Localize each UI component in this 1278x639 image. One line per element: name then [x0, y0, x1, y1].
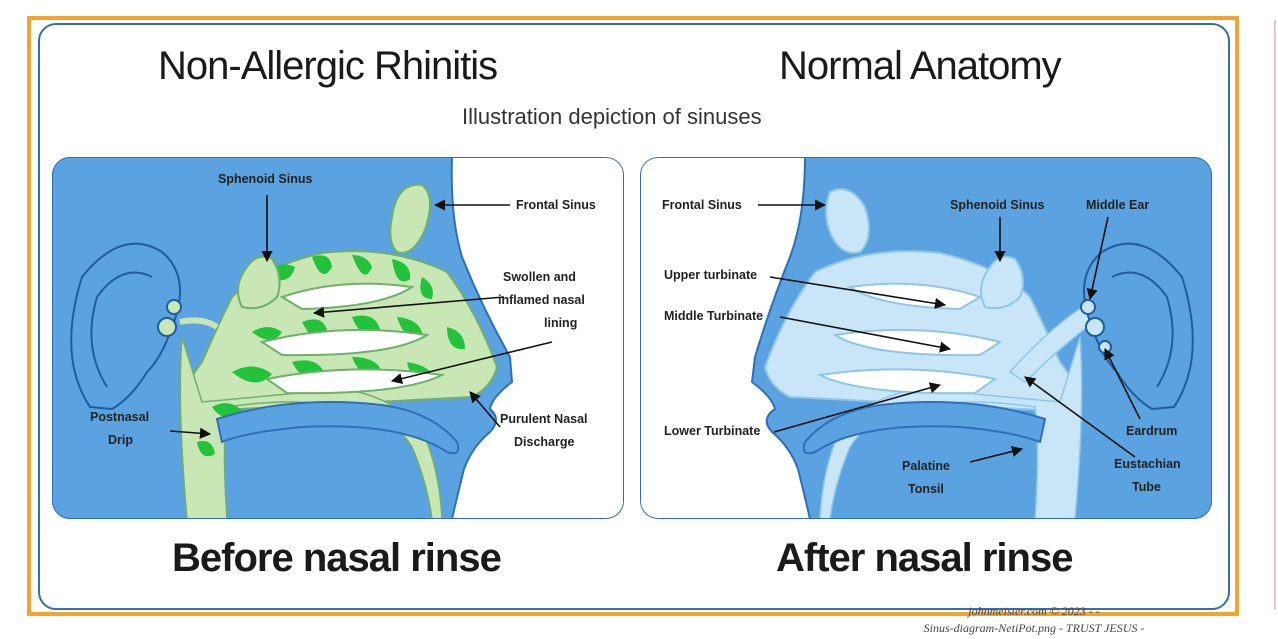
- label-upper-turbinate: Upper turbinate: [664, 268, 758, 282]
- label-swollen-1: Swollen and: [503, 270, 576, 284]
- label-eardrum: Eardrum: [1126, 424, 1178, 438]
- right-panel-illustration: [640, 157, 1212, 519]
- label-swollen-3: lining: [544, 316, 578, 330]
- label-lower-turbinate: Lower Turbinate: [664, 424, 761, 438]
- label-palatine-2: Tonsil: [908, 482, 944, 496]
- label-palatine-1: Palatine: [902, 459, 950, 473]
- right-edge-bar: [1274, 20, 1276, 610]
- caption-before-rinse: Before nasal rinse: [172, 536, 502, 580]
- label-swollen-2: inflamed nasal: [498, 293, 585, 307]
- watermark: johnmeister.com © 2023 - - Sinus-diagram…: [874, 603, 1194, 637]
- caption-after-rinse: After nasal rinse: [776, 536, 1073, 580]
- label-middle-ear: Middle Ear: [1086, 198, 1150, 212]
- frontal-sinus: [825, 188, 870, 254]
- label-postnasal-2: Drip: [108, 433, 133, 447]
- label-frontal-sinus-left: Frontal Sinus: [516, 198, 596, 212]
- title-non-allergic-rhinitis: Non-Allergic Rhinitis: [158, 44, 498, 88]
- label-sphenoid-sinus-right: Sphenoid Sinus: [950, 198, 1045, 212]
- label-eustachian-1: Eustachian: [1114, 457, 1181, 471]
- label-sphenoid-sinus-left: Sphenoid Sinus: [218, 172, 313, 186]
- left-panel-illustration: [52, 157, 624, 519]
- title-normal-anatomy: Normal Anatomy: [779, 44, 1062, 88]
- watermark-line-1: johnmeister.com © 2023 - -: [968, 604, 1100, 618]
- label-middle-turbinate: Middle Turbinate: [664, 309, 764, 323]
- frontal-sinus: [389, 183, 431, 254]
- label-purulent-1: Purulent Nasal: [500, 412, 588, 426]
- watermark-line-2: Sinus-diagram-NetiPot.png - TRUST JESUS …: [923, 621, 1145, 635]
- label-postnasal-1: Postnasal: [90, 410, 150, 424]
- sphenoid-sinus: [980, 255, 1025, 310]
- subtitle: Illustration depiction of sinuses: [462, 104, 762, 129]
- label-eustachian-2: Tube: [1132, 480, 1161, 494]
- label-frontal-sinus-right: Frontal Sinus: [662, 198, 742, 212]
- label-purulent-2: Discharge: [514, 435, 575, 449]
